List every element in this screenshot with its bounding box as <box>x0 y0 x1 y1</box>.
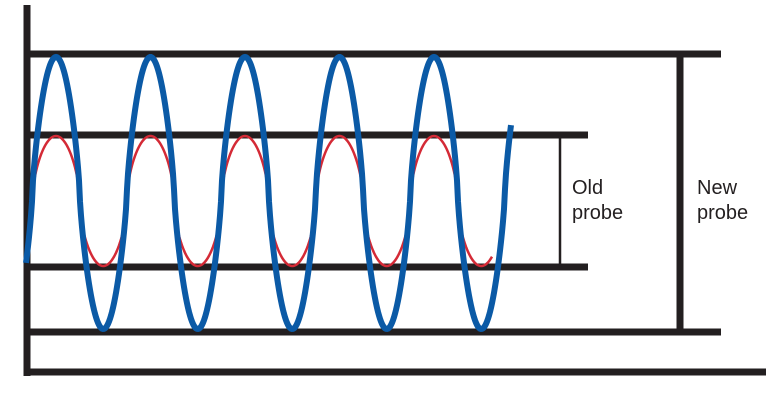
new-probe-label: New probe <box>697 176 748 226</box>
new-probe-label-line2: probe <box>697 202 749 224</box>
old-probe-label-line2: probe <box>572 202 624 224</box>
new-probe-wave <box>23 53 514 333</box>
old-probe-label-line1: Old <box>572 177 604 199</box>
old-probe-wave <box>26 134 494 268</box>
old-probe-label: Old probe <box>572 176 623 226</box>
new-probe-label-line1: New <box>697 177 738 199</box>
